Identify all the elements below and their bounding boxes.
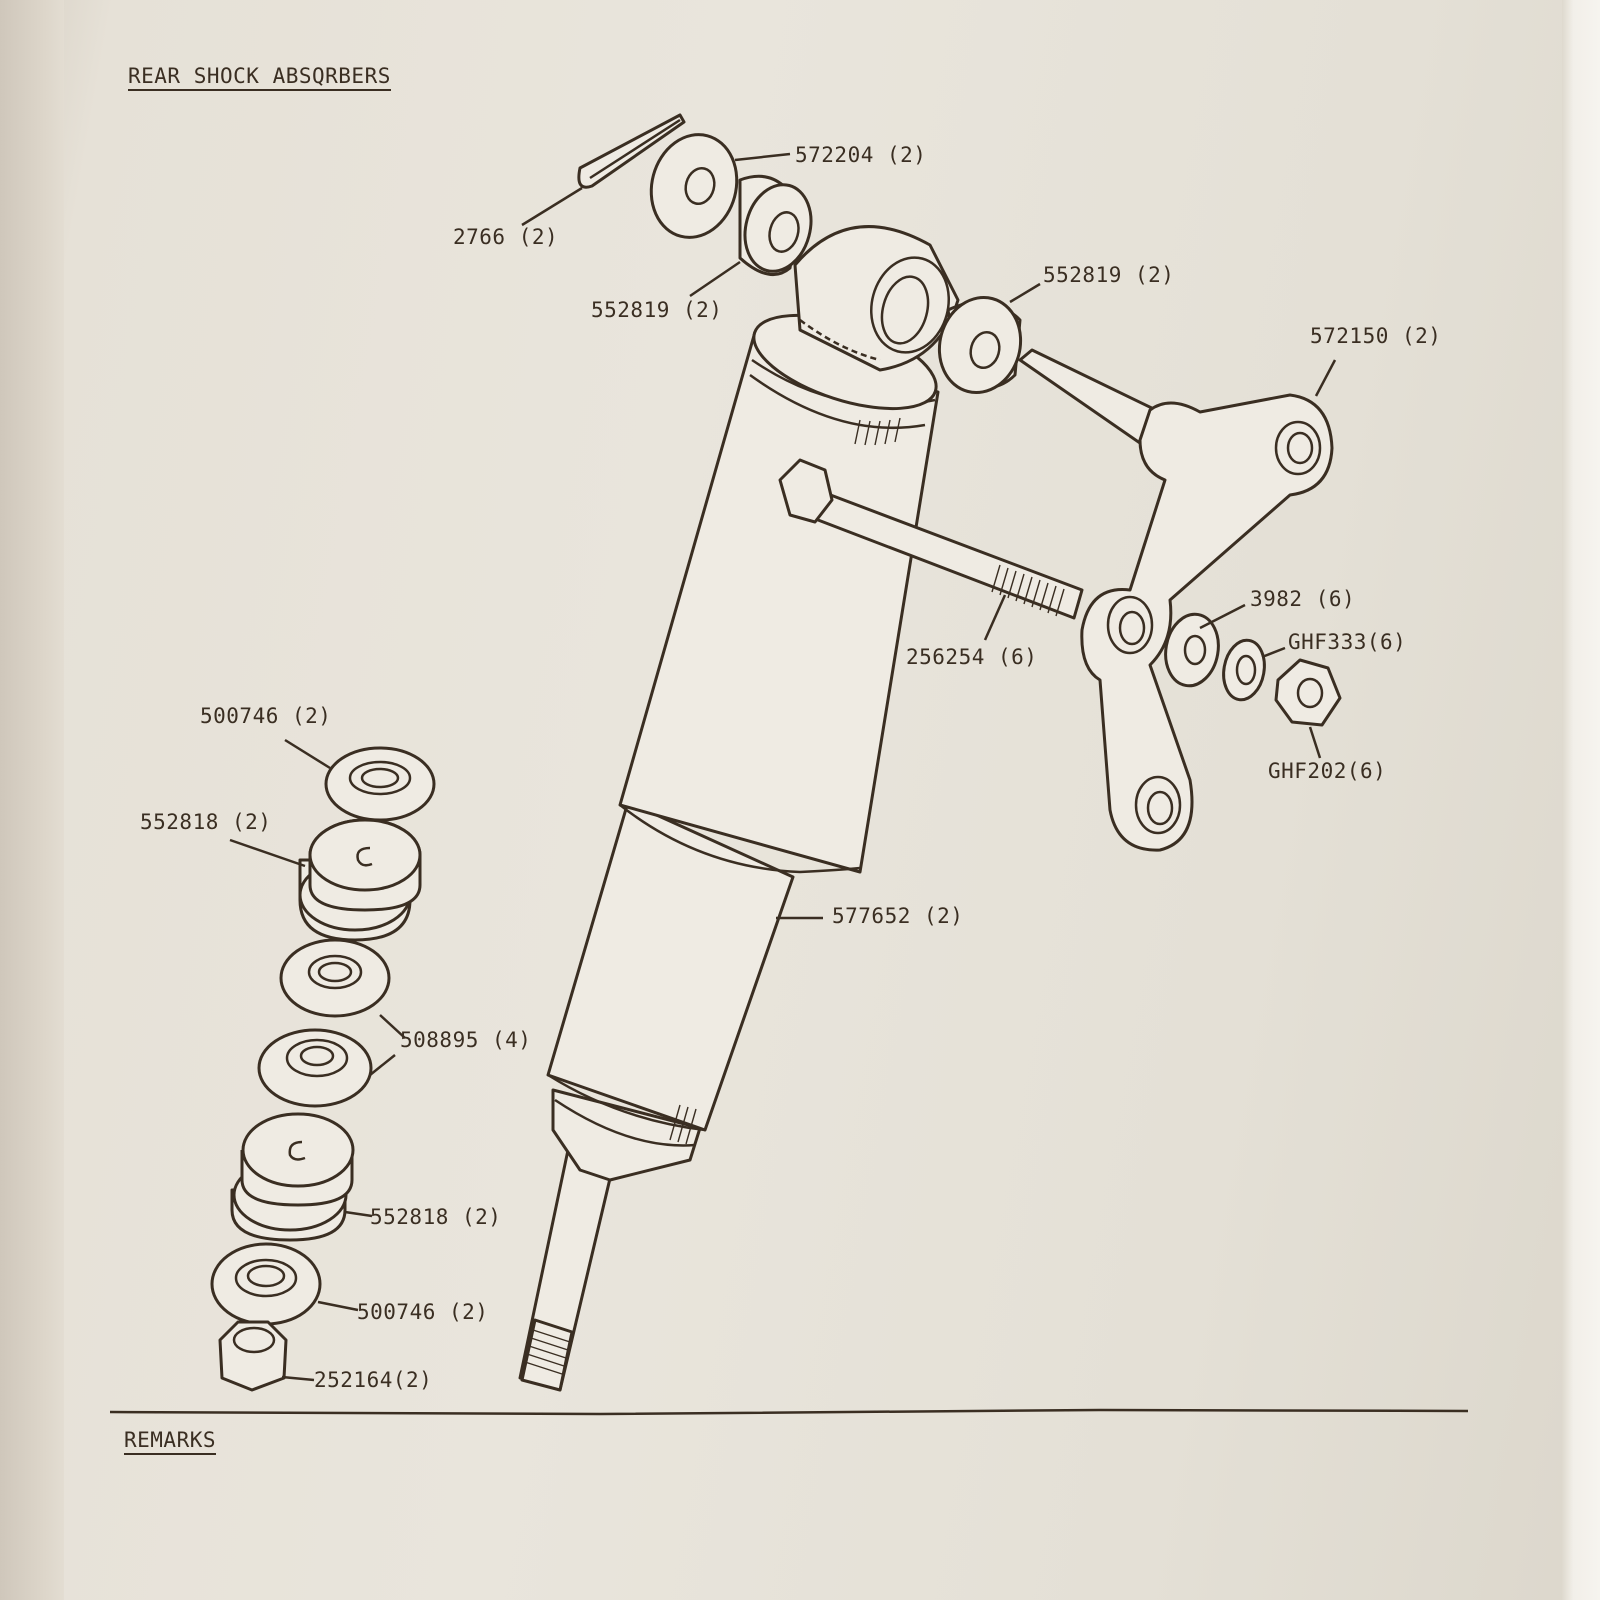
cup-washer-500746-lower: [210, 1242, 322, 1326]
bracket-572150: [1018, 348, 1334, 852]
leader-lines: [229, 152, 1337, 1382]
label-2766: 2766 (2): [453, 225, 559, 249]
label-577652: 577652 (2): [832, 904, 964, 928]
washer-508895-lower: [257, 1028, 373, 1108]
shock-absorber-577652: [518, 225, 960, 1392]
label-GHF333: GHF333(6): [1288, 630, 1407, 654]
split-pin-2766: [577, 113, 686, 189]
cup-washer-500746-upper: [324, 746, 436, 822]
label-572150: 572150 (2): [1310, 324, 1442, 348]
label-552819-upper: 552819 (2): [591, 298, 723, 322]
page-title: REAR SHOCK ABSQRBERS: [128, 64, 391, 91]
page-right-edge: [1562, 0, 1600, 1600]
bottom-rule: [109, 1408, 1469, 1416]
label-252164: 252164(2): [314, 1368, 433, 1392]
washer-508895-upper: [279, 938, 391, 1018]
label-552818-lower: 552818 (2): [370, 1205, 502, 1229]
bush-552819-upper: [738, 174, 813, 277]
washer-3982: [1164, 612, 1220, 688]
rubber-bush-552818-upper: [298, 818, 422, 942]
label-500746-upper: 500746 (2): [200, 704, 332, 728]
bush-552819-lower: [937, 295, 1023, 395]
label-572204: 572204 (2): [795, 143, 927, 167]
washer-572204: [649, 133, 739, 239]
page-binding-edge: [0, 0, 64, 1600]
nut-GHF202: [1274, 658, 1342, 727]
label-GHF202: GHF202(6): [1268, 759, 1387, 783]
nut-252164: [218, 1320, 288, 1392]
label-552819-lower: 552819 (2): [1043, 263, 1175, 287]
bolt-256254: [778, 458, 1084, 620]
label-3982: 3982 (6): [1250, 587, 1356, 611]
label-256254: 256254 (6): [906, 645, 1038, 669]
label-500746-lower: 500746 (2): [357, 1300, 489, 1324]
label-552818-upper: 552818 (2): [140, 810, 272, 834]
rubber-bush-552818-lower: [230, 1112, 355, 1242]
spring-washer-GHF333: [1222, 638, 1266, 702]
remarks-label: REMARKS: [124, 1428, 217, 1455]
label-508895: 508895 (4): [400, 1028, 532, 1052]
